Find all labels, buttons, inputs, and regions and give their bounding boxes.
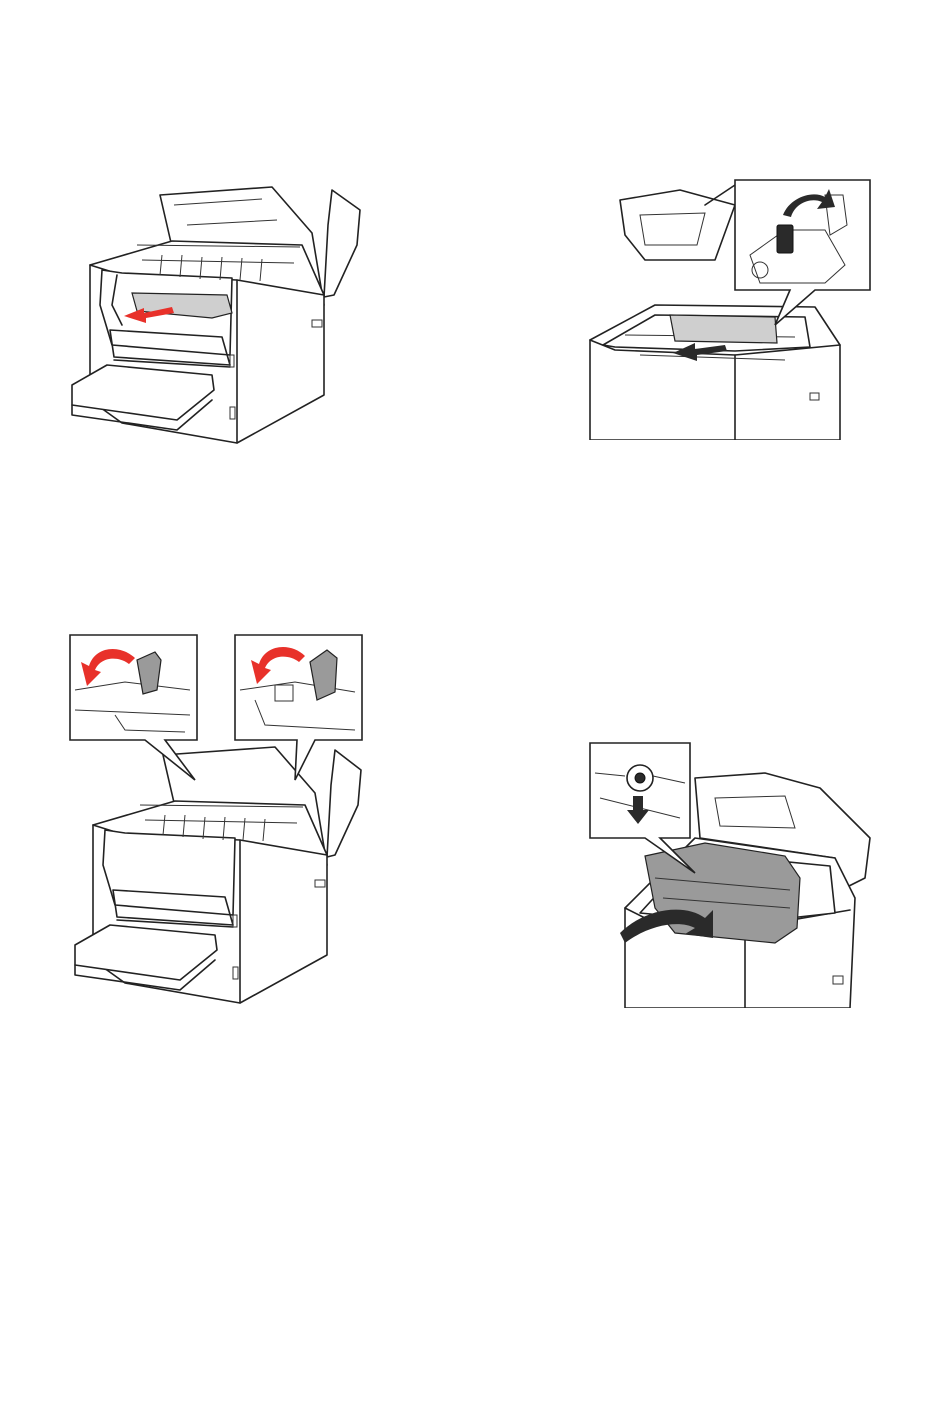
figure-reinstall-imaging-unit [585,738,885,1008]
fuser-lever-icon [777,225,793,253]
imaging-unit-illustration [585,738,885,1008]
figure-lower-separator-levers [65,630,365,1005]
figure-pull-paper-from-fuser [585,175,875,440]
printer-levers-illustration [65,630,365,1005]
printer-illustration [62,185,367,445]
printer-fuser-illustration [585,175,875,440]
jammed-paper [670,315,777,343]
figure-remove-jammed-paper [62,185,367,445]
